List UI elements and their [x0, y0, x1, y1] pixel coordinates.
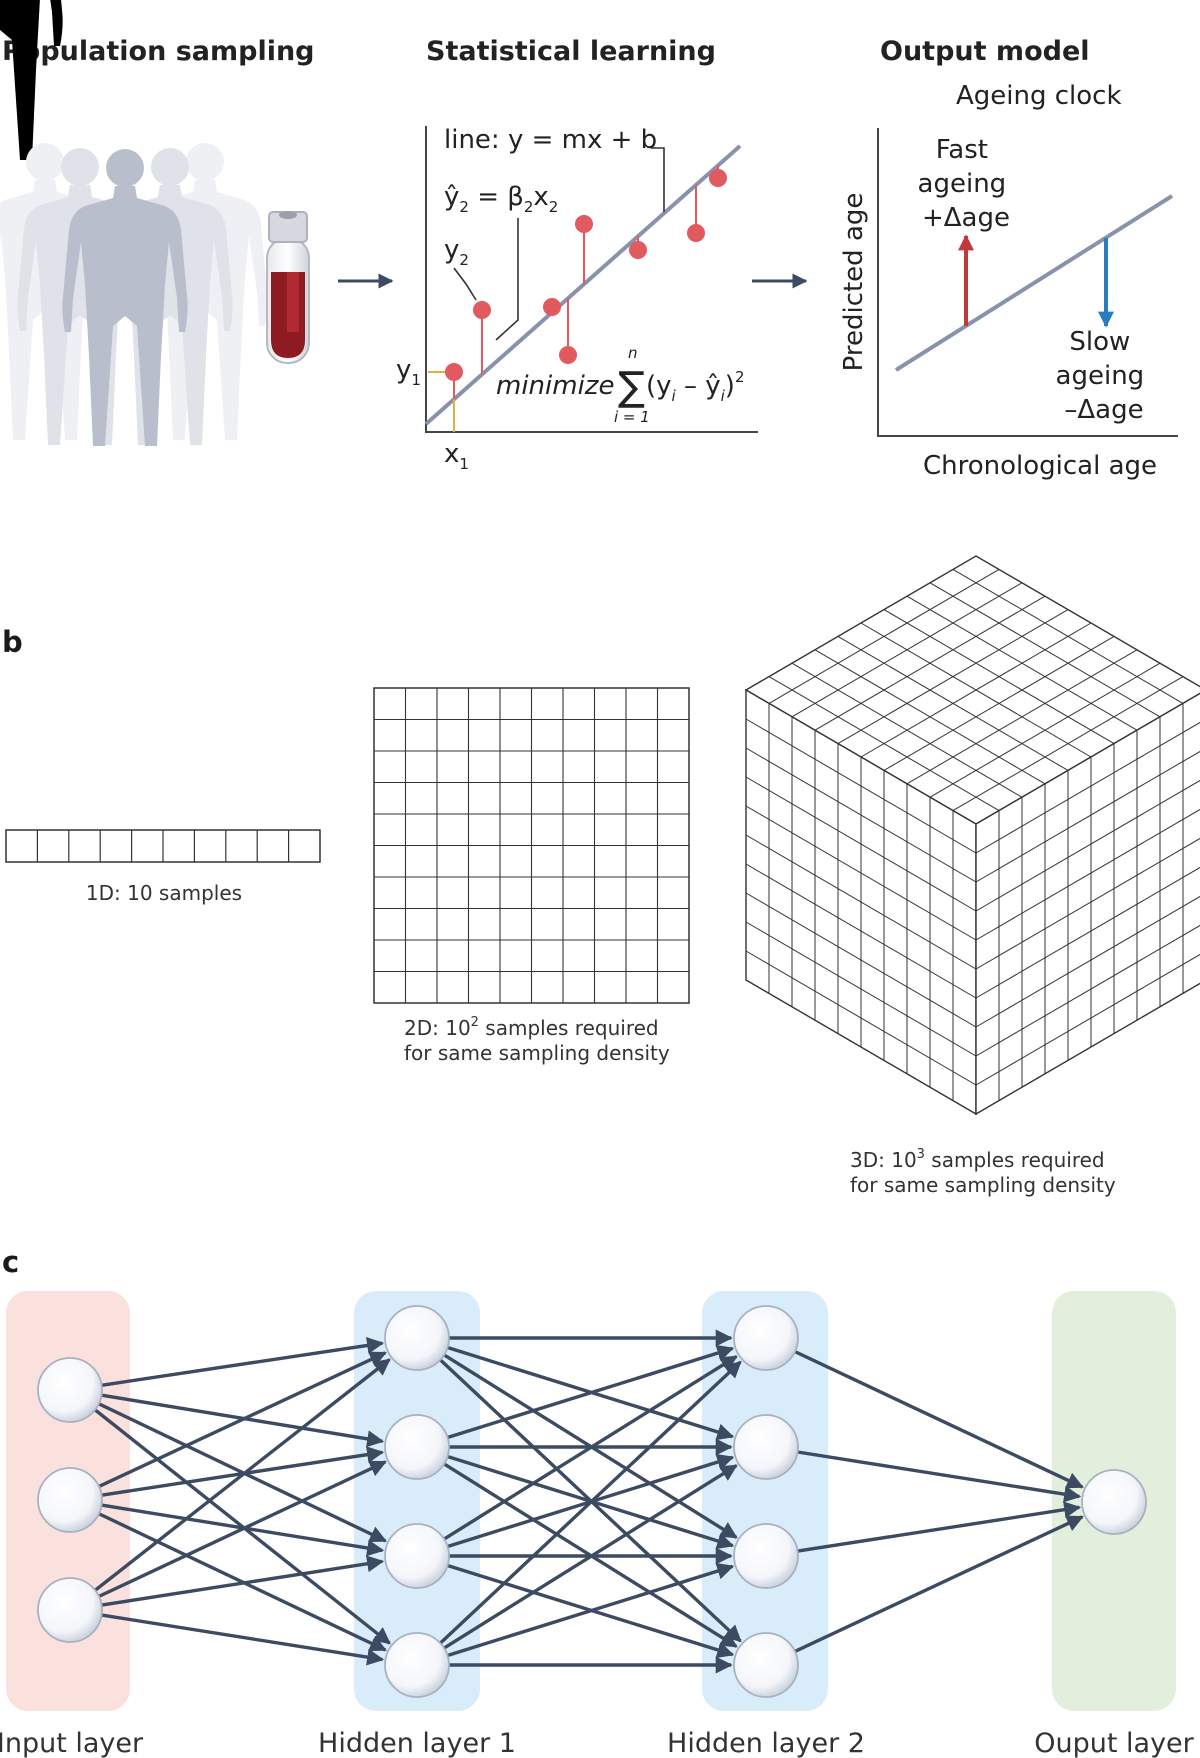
panel-c-letter: c — [2, 1245, 19, 1279]
sum-upper-limit: n — [628, 344, 638, 362]
connection-arrow — [101, 1337, 385, 1387]
cube-grid-line — [906, 595, 1138, 731]
neuron-node — [37, 1467, 103, 1533]
clock-axes — [877, 128, 1178, 437]
connection-arrow — [101, 1555, 385, 1607]
neuron-node — [384, 1414, 450, 1480]
cube-grid-line — [906, 649, 1138, 785]
fast-ageing-label: Fast ageing +Δage — [918, 135, 1015, 233]
connection-arrow — [447, 1344, 735, 1440]
ageing-clock-title: Ageing clock — [956, 81, 1122, 111]
data-point — [575, 215, 593, 233]
cube-grid-line — [975, 837, 1200, 970]
cube-grid-line — [975, 895, 1200, 1028]
sum-lower-limit: i = 1 — [614, 408, 650, 426]
neuron-node — [37, 1357, 103, 1423]
panel-b-letter: b — [2, 625, 23, 659]
connection-arrow — [98, 1351, 387, 1489]
caption-1d: 1D: 10 samples — [86, 881, 242, 905]
cube-grid-line — [975, 924, 1200, 1057]
connection-arrow — [797, 1501, 1082, 1553]
neuron-node — [733, 1305, 799, 1371]
layer-band-3 — [702, 1291, 828, 1711]
y1-label: y1 — [396, 355, 421, 389]
x1-label: x1 — [444, 439, 469, 473]
connection-arrow — [94, 1358, 391, 1592]
cube-grid-line — [883, 609, 1115, 745]
heading-output-model: Output model — [880, 36, 1090, 67]
connection-arrow — [794, 1515, 1084, 1653]
clock-line — [894, 194, 1174, 372]
regression-line — [424, 144, 742, 426]
neuron-node — [384, 1523, 450, 1589]
cube-grid-line — [745, 950, 977, 1086]
data-point — [687, 224, 705, 242]
neuron-node — [384, 1305, 450, 1371]
neuron-node — [37, 1577, 103, 1643]
cube-grid-line — [745, 863, 977, 999]
connection-arrow — [443, 1464, 738, 1650]
predicted-age-axis-label: Predicted age — [839, 193, 869, 372]
input-layer-label: Input layer — [0, 1728, 144, 1758]
connection-arrow — [443, 1355, 738, 1541]
neuron-node — [733, 1414, 799, 1480]
population-figures-icon — [0, 0, 268, 446]
cube-grid-line — [745, 892, 977, 1028]
data-point — [445, 363, 463, 381]
human-silhouette-icon — [0, 0, 63, 160]
data-point — [543, 298, 561, 316]
residual-points — [445, 165, 727, 400]
cube-grid-line — [952, 676, 1184, 812]
neural-network — [6, 1291, 1176, 1711]
connection-arrow — [797, 1450, 1082, 1503]
regression-plot: line: y = mx + b ŷ2 = β2x2 y2 y1 x1 mini… — [396, 125, 758, 473]
cube-grid-line — [883, 635, 1115, 771]
neuron-node — [1081, 1469, 1147, 1535]
minimize-formula: minimize — [496, 371, 614, 401]
ageing-clock-plot: Ageing clock Predicted age Chronological… — [839, 81, 1178, 481]
heading-statistical-learning: Statistical learning — [426, 36, 716, 67]
neuron-node — [733, 1632, 799, 1698]
blood-tube-icon — [266, 211, 310, 364]
cube-grid-line — [975, 866, 1200, 999]
output-layer-label: Ouput layer — [1034, 1728, 1194, 1758]
connection-arrow — [98, 1460, 387, 1598]
data-point — [559, 346, 577, 364]
caption-3d: 3D: 103 samples required for same sampli… — [850, 1147, 1116, 1197]
sum-term: (yi – ŷi)2 — [646, 368, 745, 405]
chronological-age-axis-label: Chronological age — [923, 451, 1157, 481]
grid-3d-cube — [744, 555, 1200, 1116]
cube-grid-line — [952, 568, 1184, 704]
cube-grid-line — [929, 582, 1161, 718]
neuron-node — [733, 1523, 799, 1589]
cube-grid-line — [860, 622, 1092, 758]
line-equation-label: line: y = mx + b — [444, 125, 657, 155]
data-point — [473, 301, 491, 319]
yhat-equation-label: ŷ2 = β2x2 — [444, 182, 558, 216]
data-point — [629, 241, 647, 259]
sum-symbol: ∑ — [618, 364, 645, 410]
connection-arrow — [101, 1613, 385, 1666]
grid-2d — [373, 687, 690, 1004]
neuron-node — [384, 1632, 450, 1698]
cube-grid-line — [745, 921, 977, 1057]
cube-grid-line — [975, 953, 1200, 1086]
caption-2d: 2D: 102 samples required for same sampli… — [404, 1015, 670, 1065]
y2-label: y2 — [444, 235, 469, 269]
layer-band-2 — [354, 1291, 480, 1711]
grid-1d — [5, 829, 321, 863]
cube-grid-line — [745, 834, 977, 970]
heading-population-sampling: Population sampling — [2, 36, 315, 67]
connection-arrow — [439, 1360, 742, 1645]
slow-ageing-label: Slow ageing –Δage — [1056, 327, 1153, 425]
data-point — [709, 169, 727, 187]
cube-grid-line — [929, 662, 1161, 798]
connection-arrow — [794, 1350, 1084, 1489]
connection-arrow — [447, 1562, 735, 1658]
hidden-layer-2-label: Hidden layer 2 — [667, 1728, 865, 1758]
hidden-layer-1-label: Hidden layer 1 — [318, 1728, 516, 1758]
regression-axes — [425, 126, 758, 433]
